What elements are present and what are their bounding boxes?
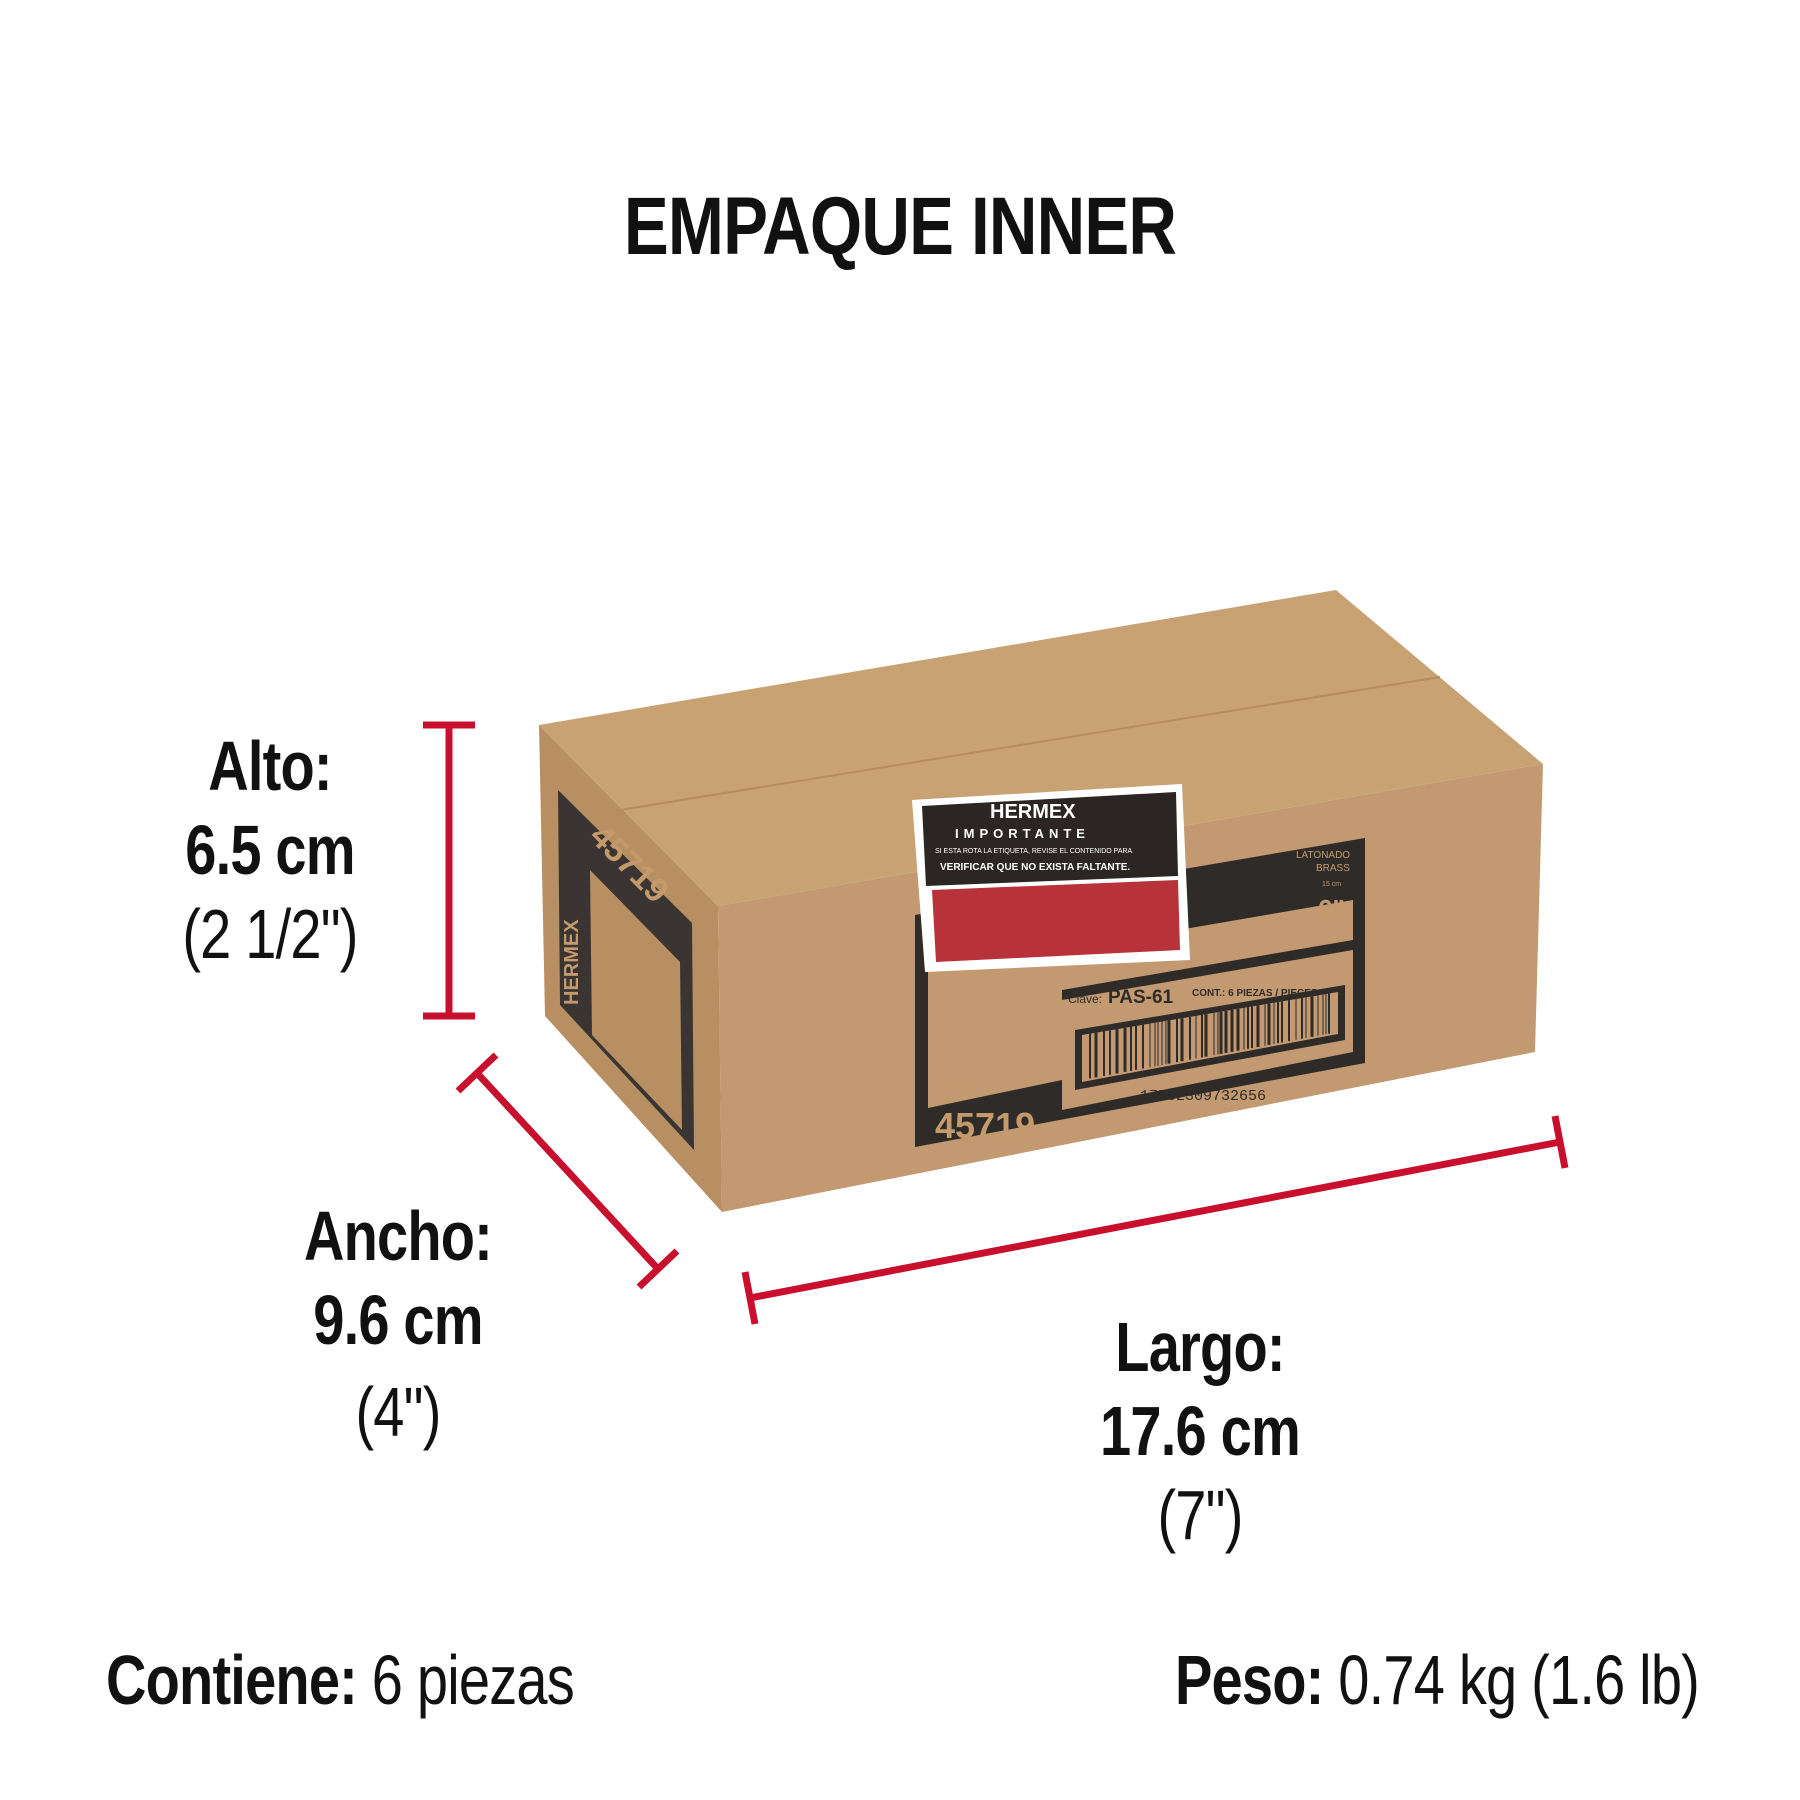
contents-print: CONT.: 6 PIEZAS / PIECES — [1192, 988, 1318, 999]
warning-sticker: HERMEX IMPORTANTE SI ESTA ROTA LA ETIQUE… — [912, 784, 1190, 972]
width-dimension-bar — [455, 1052, 680, 1290]
length-label: Largo: 17.6 cm (7") — [1000, 1305, 1400, 1557]
height-dimension-bar — [423, 721, 475, 1020]
side-brand: HERMEX — [561, 919, 583, 1005]
contents-info: Contiene: 6 piezas — [106, 1640, 575, 1720]
height-imperial: (2 1/2") — [182, 895, 358, 973]
sticker-brand: HERMEX — [990, 801, 1076, 823]
front-code: 45719 — [935, 1105, 1035, 1146]
width-label: Ancho: 9.6 cm (4") — [198, 1194, 598, 1454]
sticker-line1: SI ESTA ROTA LA ETIQUETA, REVISE EL CONT… — [935, 848, 1133, 855]
weight-value: 0.74 kg (1.6 lb) — [1338, 1641, 1700, 1719]
width-metric: 9.6 cm — [313, 1281, 483, 1359]
key-value: PAS-61 — [1108, 987, 1174, 1008]
contents-value: 6 piezas — [371, 1641, 575, 1719]
front-code-label: Código — [945, 1081, 980, 1093]
finish-en: BRASS — [1316, 863, 1350, 874]
height-label: Alto: 6.5 cm (2 1/2") — [70, 724, 470, 976]
contents-label: Contiene: — [106, 1641, 358, 1719]
weight-info: Peso: 0.74 kg (1.6 lb) — [1174, 1640, 1700, 1720]
width-imperial: (4") — [355, 1373, 441, 1451]
sticker-line2: VERIFICAR QUE NO EXISTA FALTANTE. — [940, 862, 1130, 873]
length-imperial: (7") — [1157, 1476, 1243, 1554]
size-cm: 15 cm — [1322, 881, 1341, 888]
side-print-window — [590, 870, 682, 1130]
key-label: Clave: — [1068, 992, 1102, 1006]
page-title: EMPAQUE INNER — [623, 181, 1177, 272]
finish-es: LATONADO — [1296, 850, 1350, 861]
length-title: Largo: — [1115, 1308, 1285, 1386]
weight-label: Peso: — [1174, 1641, 1324, 1719]
barcode-number: 17502309732656 — [1140, 1088, 1266, 1105]
box-top-seam — [619, 676, 1441, 811]
height-title: Alto: — [208, 727, 332, 805]
height-metric: 6.5 cm — [185, 811, 355, 889]
sticker-title: IMPORTANTE — [955, 826, 1090, 841]
width-title: Ancho: — [303, 1197, 493, 1275]
size-in: 6" — [1318, 894, 1345, 924]
length-metric: 17.6 cm — [1100, 1392, 1301, 1470]
length-dimension-bar — [741, 1115, 1569, 1325]
box-top-face — [539, 590, 1543, 906]
